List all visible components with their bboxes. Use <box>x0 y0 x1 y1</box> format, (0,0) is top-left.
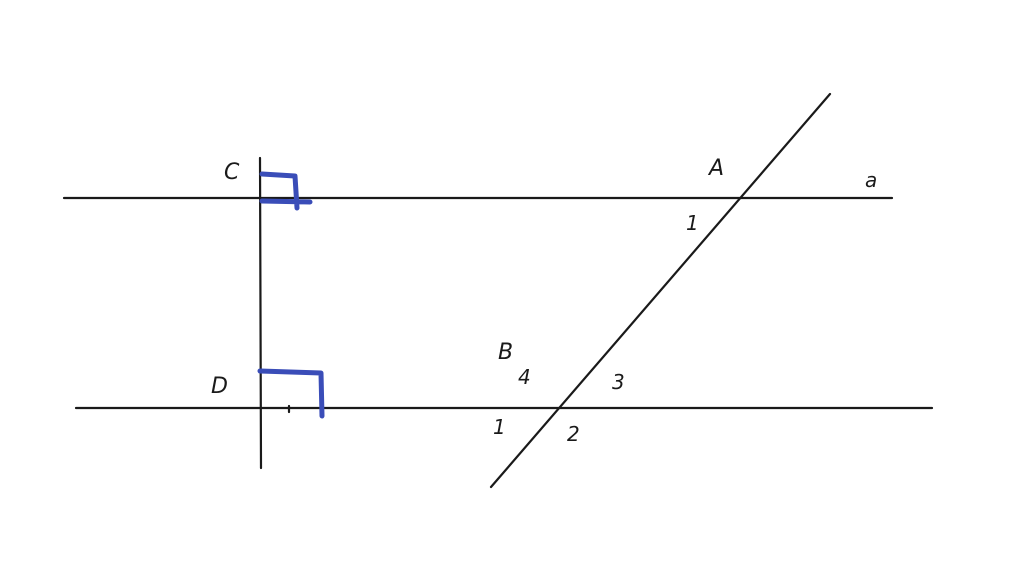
angle-label-3: 3 <box>612 370 625 394</box>
point-label-b: B <box>498 340 513 365</box>
transversal-line <box>489 92 832 489</box>
point-label-c: C <box>224 160 240 185</box>
right-angle-marker-d <box>257 368 325 419</box>
point-label-d: D <box>211 374 228 399</box>
point-label-a: A <box>707 156 724 181</box>
line-label-a: a <box>865 168 877 192</box>
angle-label-top-1: 1 <box>686 211 699 235</box>
right-angle-marker-c <box>259 171 313 211</box>
line-cd-perpendicular <box>258 156 263 470</box>
angle-label-2: 2 <box>567 422 580 446</box>
angle-label-bottom-1: 1 <box>493 415 506 439</box>
angle-label-4: 4 <box>518 365 531 389</box>
